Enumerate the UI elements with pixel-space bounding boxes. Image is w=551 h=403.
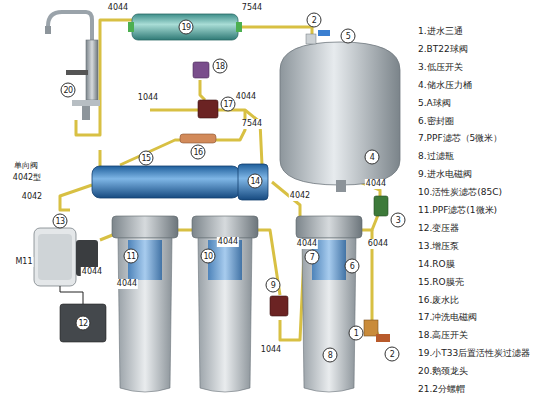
fitting-code: 6044 bbox=[367, 239, 389, 249]
parts-list-item: 4.储水压力桶 bbox=[418, 80, 472, 91]
fitting-code: 4044 bbox=[296, 239, 318, 249]
parts-list-item: 5.A球阀 bbox=[418, 98, 451, 109]
fitting-code: 单向阀 bbox=[13, 161, 39, 171]
callout-number: 11 bbox=[124, 249, 139, 264]
callout-number: 6 bbox=[345, 259, 360, 274]
parts-list-item: 12.变压器 bbox=[418, 223, 459, 234]
callout-number: 16 bbox=[191, 145, 206, 160]
parts-list-item: 19.小T33后置活性炭过滤器 bbox=[418, 348, 530, 359]
callout-number: 2 bbox=[385, 347, 400, 362]
parts-list-item: 2.BT22球阀 bbox=[418, 44, 468, 55]
callout-number: 12 bbox=[76, 316, 91, 331]
callout-number: 19 bbox=[179, 20, 194, 35]
parts-list-item: 17.冲洗电磁阀 bbox=[418, 312, 477, 323]
parts-list-item: 6.密封圈 bbox=[418, 116, 454, 127]
callout-number: 20 bbox=[61, 83, 76, 98]
callout-number: 13 bbox=[53, 214, 68, 229]
parts-list-item: 7.PPF滤芯（5微米） bbox=[418, 133, 502, 144]
parts-list-item: 8.过滤瓶 bbox=[418, 151, 454, 162]
fitting-code: M11 bbox=[14, 257, 33, 267]
callout-number: 18 bbox=[213, 59, 228, 74]
parts-list-item: 20.鹅颈龙头 bbox=[418, 366, 468, 377]
callout-number: 2 bbox=[307, 13, 322, 28]
parts-list-item: 9.进水电磁阀 bbox=[418, 169, 472, 180]
fitting-code: 4044 bbox=[217, 237, 239, 247]
parts-list-item: 13.增压泵 bbox=[418, 241, 459, 252]
callout-number: 9 bbox=[266, 278, 281, 293]
parts-list-item: 14.RO膜 bbox=[418, 259, 455, 270]
callout-number: 8 bbox=[323, 348, 338, 363]
parts-list-item: 21.2分螺帽 bbox=[418, 384, 465, 395]
parts-list-item: 15.RO膜壳 bbox=[418, 277, 464, 288]
fitting-code: 4044 bbox=[107, 3, 129, 13]
callout-number: 7 bbox=[305, 250, 320, 265]
parts-list-item: 16.废水比 bbox=[418, 295, 459, 306]
callout-number: 4 bbox=[365, 150, 380, 165]
callout-number: 14 bbox=[248, 174, 263, 189]
fitting-code: 4044 bbox=[81, 267, 103, 277]
fitting-code: 7544 bbox=[241, 119, 263, 129]
fitting-code: 1044 bbox=[137, 93, 159, 103]
callout-number: 1 bbox=[349, 326, 364, 341]
fitting-code: 4044 bbox=[235, 92, 257, 102]
fitting-code: 4044 bbox=[365, 179, 387, 189]
callout-number: 10 bbox=[201, 249, 216, 264]
parts-list-item: 10.活性炭滤芯(85C) bbox=[418, 187, 502, 198]
parts-list-item: 11.PPF滤芯(1微米) bbox=[418, 205, 497, 216]
parts-list-item: 18.高压开关 bbox=[418, 330, 468, 341]
parts-list-item: 3.低压开关 bbox=[418, 62, 463, 73]
fitting-code: 7544 bbox=[241, 3, 263, 13]
fitting-code: 1044 bbox=[260, 345, 282, 355]
callout-number: 3 bbox=[391, 213, 406, 228]
callout-number: 5 bbox=[341, 29, 356, 44]
fitting-code: 4042 bbox=[289, 191, 311, 201]
fitting-code: 4042 bbox=[21, 192, 43, 202]
callout-number: 15 bbox=[139, 151, 154, 166]
callout-number: 17 bbox=[221, 97, 236, 112]
fitting-code: 4042型 bbox=[12, 173, 42, 183]
parts-list-item: 1.进水三通 bbox=[418, 26, 463, 37]
fitting-code: 4044 bbox=[116, 279, 138, 289]
